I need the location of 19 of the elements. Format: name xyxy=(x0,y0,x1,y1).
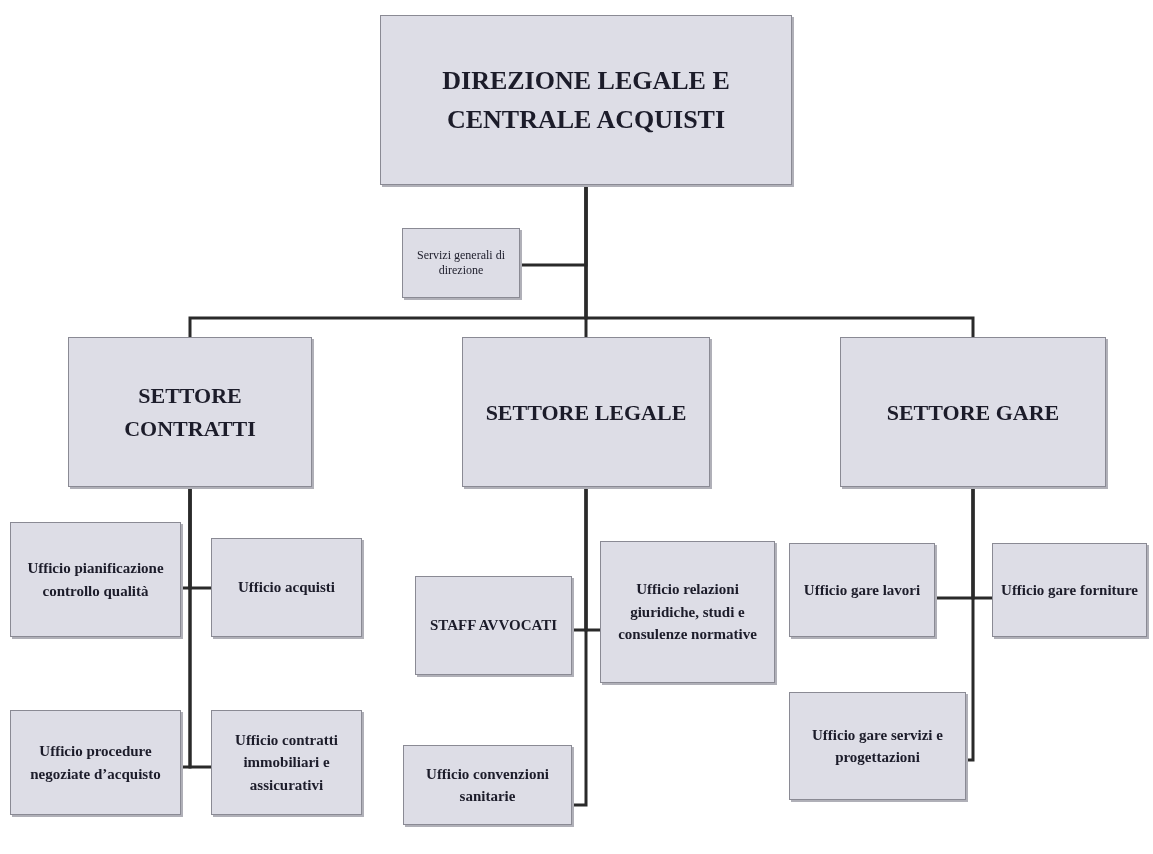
org-unit-box: Servizi generali di direzione xyxy=(402,228,520,298)
org-unit-box: Ufficio convenzioni sanitarie xyxy=(403,745,572,825)
org-unit-box: SETTORE LEGALE xyxy=(462,337,710,487)
connector-line xyxy=(572,487,588,807)
org-unit-box: Ufficio gare forniture xyxy=(992,543,1147,637)
org-unit-box: SETTORE CONTRATTI xyxy=(68,337,312,487)
org-unit-box: Ufficio gare lavori xyxy=(789,543,935,637)
org-unit-box: Ufficio relazioni giuridiche, studi e consulenze normative xyxy=(600,541,775,683)
org-unit-box: Ufficio acquisti xyxy=(211,538,362,637)
org-unit-box: Ufficio gare servizi e progettazioni xyxy=(789,692,966,800)
connector-line xyxy=(966,487,975,762)
org-unit-box: STAFF AVVOCATI xyxy=(415,576,572,675)
org-unit-box: DIREZIONE LEGALE E CENTRALE ACQUISTI xyxy=(380,15,792,185)
connector-line xyxy=(584,185,975,337)
connector-line xyxy=(188,487,211,769)
org-unit-box: Ufficio procedure negoziate d’acquisto xyxy=(10,710,181,815)
org-unit-box: Ufficio contratti immobiliari e assicurativi xyxy=(211,710,362,815)
org-unit-box: SETTORE GARE xyxy=(840,337,1106,487)
org-unit-box: Ufficio pianificazione controllo qualità xyxy=(10,522,181,637)
